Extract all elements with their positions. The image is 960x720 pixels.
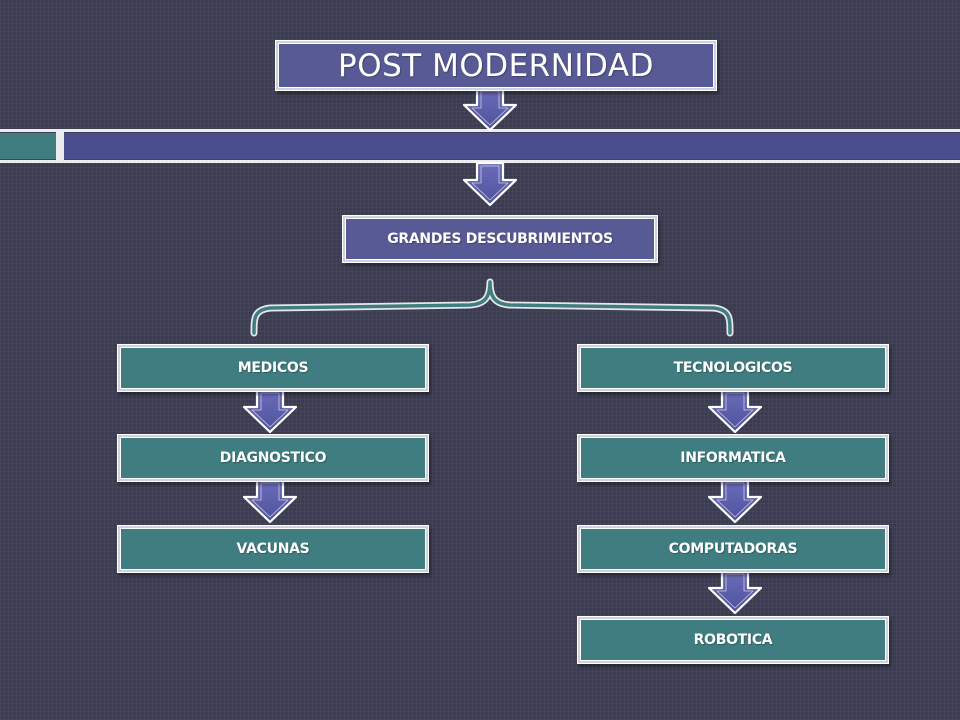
node-label: COMPUTADORAS [668,541,798,557]
band-line-bottom [0,160,960,163]
node-informatica: INFORMATICA [577,434,889,482]
node-diagnostico: DIAGNOSTICO [117,434,429,482]
node-medicos: MEDICOS [117,344,429,392]
node-label: TECNOLOGICOS [673,360,793,376]
subtitle-label: GRANDES DESCUBRIMIENTOS [387,231,613,247]
node-label: DIAGNOSTICO [219,450,327,466]
band-line-top [0,129,960,132]
node-label: ROBOTICA [693,632,773,648]
down-arrow-icon [462,86,518,132]
node-tecnologicos: TECNOLOGICOS [577,344,889,392]
down-arrow-icon [462,161,518,207]
down-arrow-icon [707,569,763,615]
node-label: MEDICOS [237,360,309,376]
node-robotica: ROBOTICA [577,616,889,664]
title-box: POST MODERNIDAD [275,40,717,91]
down-arrow-icon [707,388,763,434]
node-label: INFORMATICA [680,450,786,466]
down-arrow-icon [242,388,298,434]
band-accent [0,133,56,159]
page-title: POST MODERNIDAD [338,47,654,84]
down-arrow-icon [242,478,298,524]
band-main [64,133,960,159]
node-label: VACUNAS [236,541,310,557]
node-computadoras: COMPUTADORAS [577,525,889,573]
subtitle-box: GRANDES DESCUBRIMIENTOS [342,215,658,263]
down-arrow-icon [707,478,763,524]
node-vacunas: VACUNAS [117,525,429,573]
band-gap [56,129,64,163]
